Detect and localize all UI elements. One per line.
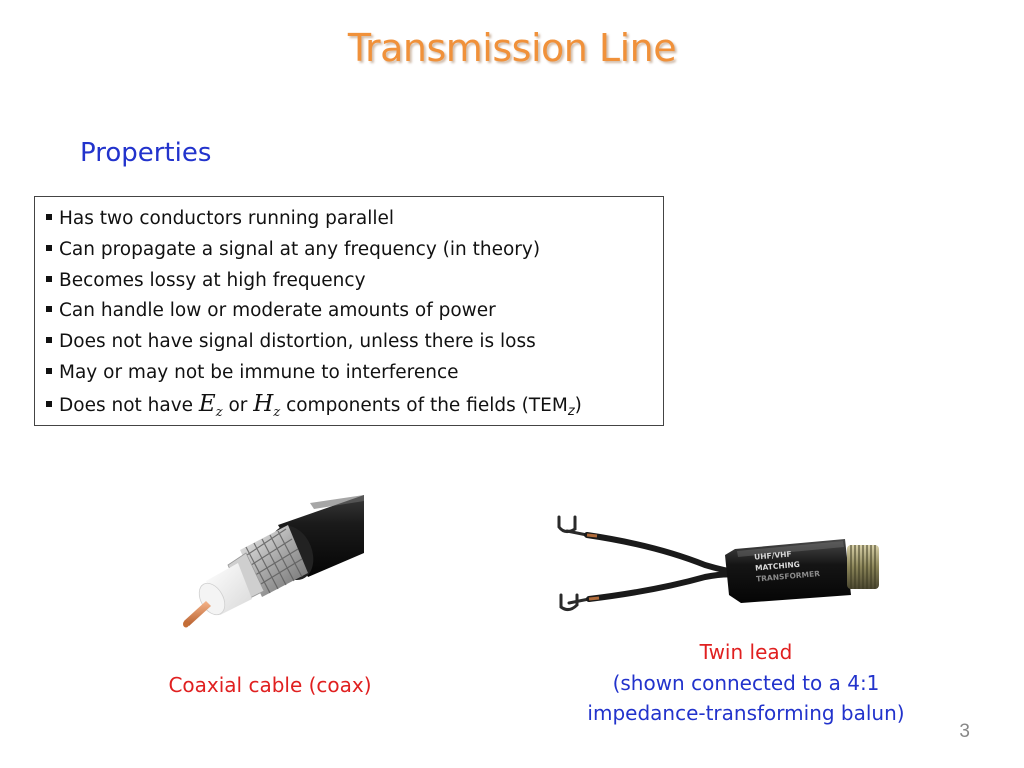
balun-label-line1: UHF/VHF — [754, 549, 792, 561]
property-text: May or may not be immune to interference — [59, 361, 459, 383]
bullet-square-icon — [46, 337, 52, 344]
property-bullet: Has two conductors running parallel — [46, 204, 663, 235]
balun-label-line2: MATCHING — [755, 560, 800, 573]
twin-lead-caption: Twin lead — [699, 640, 793, 664]
bullet-square-icon — [46, 214, 52, 220]
e-field-subscript: z — [215, 404, 223, 420]
tem-middle: or — [222, 394, 254, 416]
section-heading: Properties — [80, 138, 212, 168]
bullet-square-icon — [46, 367, 52, 374]
property-text: Does not have signal distortion, unless … — [59, 331, 536, 353]
properties-box: Has two conductors running parallel Can … — [34, 196, 664, 426]
tem-subscript: z — [567, 403, 575, 419]
slide-number: 3 — [959, 721, 970, 742]
twin-lead-subcaption-line1: (shown connected to a 4:1 — [612, 671, 880, 695]
tem-prefix: Does not have — [59, 394, 199, 416]
bullet-square-icon — [46, 306, 52, 313]
h-field-symbol: H — [253, 390, 274, 417]
twin-lead-balun-image: UHF/VHF MATCHING TRANSFORMER — [557, 515, 879, 612]
coax-caption: Coaxial cable (coax) — [168, 673, 372, 697]
h-field-subscript: z — [273, 404, 281, 420]
twin-lead-subcaption-line2: impedance-transforming balun) — [587, 701, 905, 725]
property-bullet-tem: Does not have Ez or Hz components of the… — [46, 389, 663, 420]
bullet-square-icon — [46, 275, 52, 282]
property-bullet: May or may not be immune to interference — [46, 358, 663, 389]
property-bullet: Does not have signal distortion, unless … — [46, 327, 663, 358]
e-field-symbol: E — [198, 390, 216, 417]
property-text: Has two conductors running parallel — [59, 208, 394, 229]
property-text: Can handle low or moderate amounts of po… — [59, 300, 496, 322]
bullet-square-icon — [46, 244, 52, 251]
slide-title: Transmission Line — [347, 26, 677, 70]
tem-close: ) — [574, 394, 582, 416]
tem-suffix: components of the fields (TEM — [280, 394, 568, 416]
coaxial-cable-image — [183, 495, 364, 628]
property-bullet: Becomes lossy at high frequency — [46, 266, 663, 297]
bullet-square-icon — [46, 400, 52, 407]
property-text: Becomes lossy at high frequency — [59, 269, 366, 291]
property-text: Can propagate a signal at any frequency … — [59, 238, 541, 260]
property-bullet: Can handle low or moderate amounts of po… — [46, 296, 663, 327]
property-bullet: Can propagate a signal at any frequency … — [46, 235, 663, 266]
